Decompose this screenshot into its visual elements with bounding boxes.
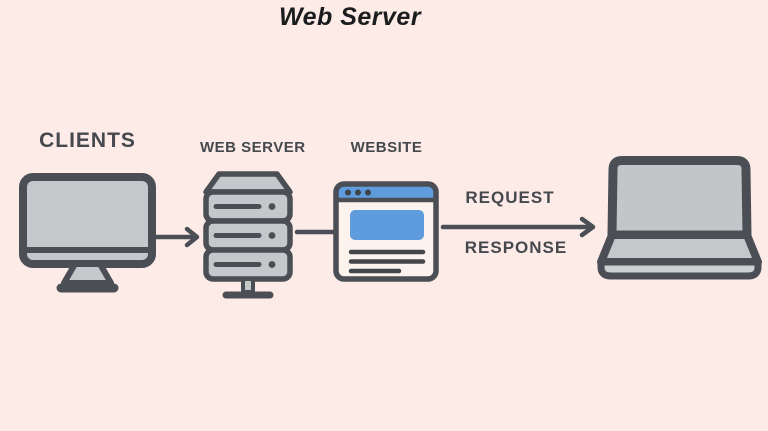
page-title: Web Server <box>278 3 422 31</box>
browser-title-bar <box>336 184 436 200</box>
web-server-label: WEB SERVER <box>200 139 306 156</box>
arrow-clients-to-server <box>150 226 200 248</box>
desktop-monitor-icon <box>19 173 156 293</box>
browser-frame <box>333 181 439 282</box>
line-server-to-website <box>294 229 342 235</box>
server-stack-icon <box>203 171 293 299</box>
server-top <box>203 171 293 195</box>
browser-dot-icon <box>345 189 351 196</box>
response-label: RESPONSE <box>464 238 568 257</box>
laptop-screen <box>607 156 752 240</box>
arrowhead-icon <box>184 226 200 248</box>
request-label: REQUEST <box>465 188 555 207</box>
arrow-website-to-laptop <box>440 216 596 238</box>
browser-dot-icon <box>355 189 361 196</box>
monitor-stand <box>61 261 114 286</box>
clients-label: CLIENTS <box>39 129 136 152</box>
laptop-keyboard-deck <box>597 231 762 266</box>
laptop-base <box>597 258 762 280</box>
browser-dot-icon <box>365 189 371 196</box>
browser-hero-block <box>350 210 424 240</box>
laptop-icon <box>597 156 762 280</box>
browser-window-icon <box>333 181 439 282</box>
server-stand <box>241 277 255 294</box>
arrowhead-icon <box>579 216 596 238</box>
website-label: WEBSITE <box>350 139 423 156</box>
